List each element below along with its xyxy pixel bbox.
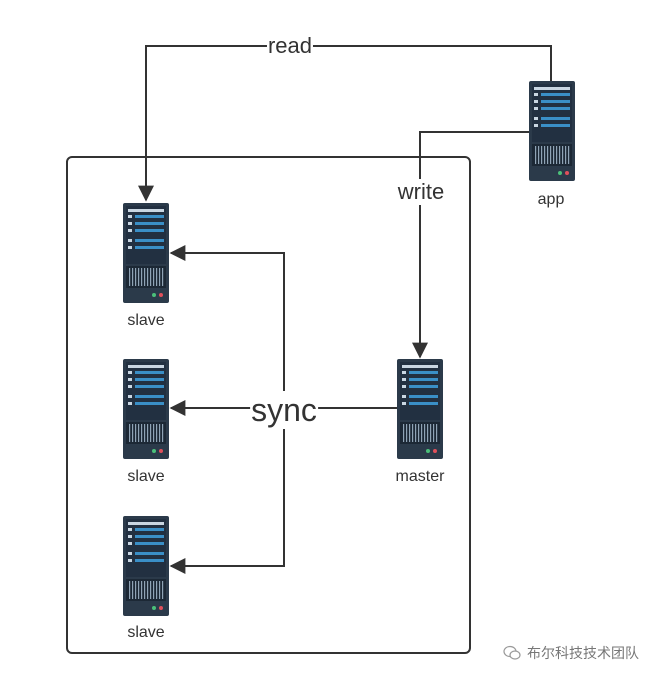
- sync-edge-label: sync: [250, 391, 318, 429]
- watermark-text: 布尔科技技术团队: [527, 645, 639, 661]
- read-edge: [138, 45, 552, 202]
- slave-mid-server-icon: [123, 359, 169, 459]
- slave-top-label: slave: [127, 312, 165, 329]
- app-server-icon: [529, 81, 575, 181]
- slave-bottom-server-icon: [123, 516, 169, 616]
- slave-cluster-box: [66, 156, 471, 654]
- slave-top-server-icon: [123, 203, 169, 303]
- wechat-icon: [503, 645, 521, 660]
- master-server-icon: [397, 359, 443, 459]
- read-edge-label: read: [266, 33, 314, 59]
- sync-edge-top: [169, 245, 285, 408]
- watermark: 布尔科技技术团队: [503, 643, 639, 663]
- slave-bottom-label: slave: [127, 624, 165, 641]
- slave-mid-label: slave: [127, 468, 165, 485]
- sync-edge-bottom: [169, 408, 285, 574]
- master-label: master: [395, 468, 445, 485]
- write-edge-label: write: [396, 179, 446, 205]
- app-label: app: [537, 191, 565, 208]
- write-edge: [412, 131, 530, 359]
